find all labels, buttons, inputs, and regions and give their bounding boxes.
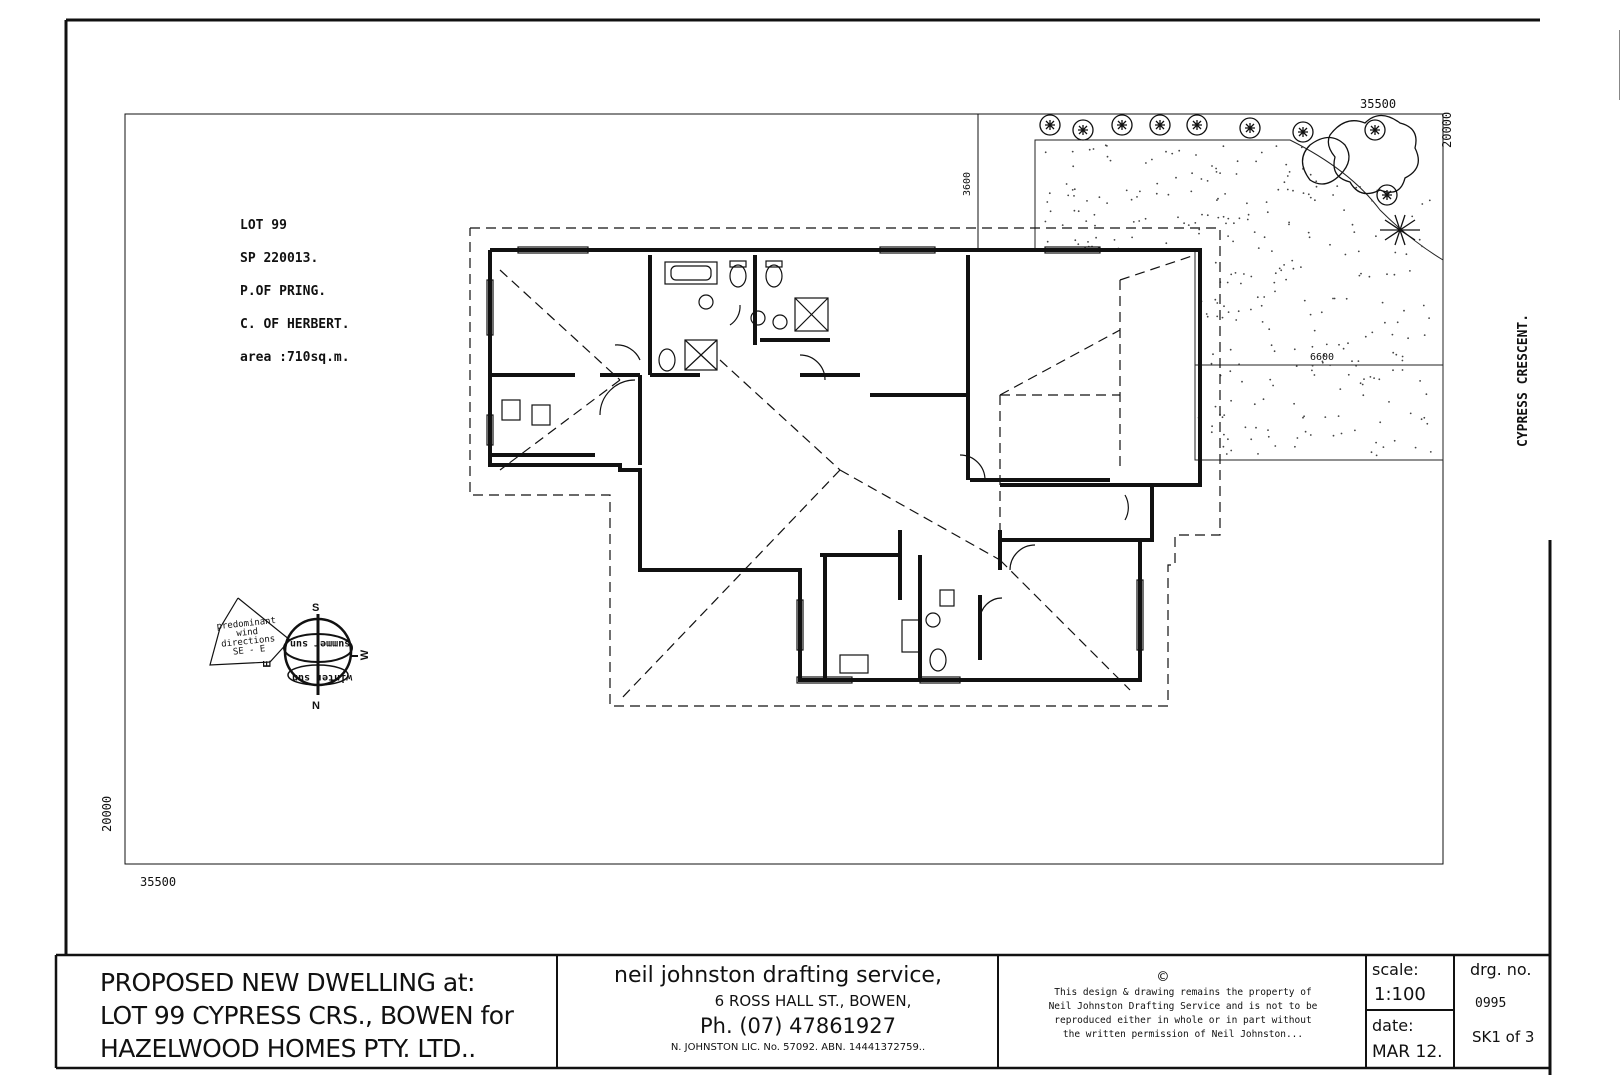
project-line-3: HAZELWOOD HOMES PTY. LTD.. <box>100 1034 476 1063</box>
lot-number: LOT 99 <box>240 218 287 233</box>
drawing-number-label: drg. no. <box>1470 960 1532 979</box>
street-name: CYPRESS CRESCENT. <box>1516 313 1531 447</box>
scale-value: 1:100 <box>1374 984 1426 1005</box>
project-line-2: LOT 99 CYPRESS CRS., BOWEN for <box>100 1001 514 1030</box>
site-area: area :710sq.m. <box>240 350 350 365</box>
compass-south: S <box>312 602 320 614</box>
dim-left-depth: 20000 <box>100 795 114 832</box>
copyright-symbol: © <box>1158 967 1168 986</box>
door-swings <box>599 304 1129 621</box>
sheet-border <box>64 18 1620 1075</box>
dim-top-width: 35500 <box>1360 97 1397 111</box>
house-walls <box>488 248 1202 682</box>
parish: P.OF PRING. <box>240 284 327 299</box>
firm-name: neil johnston drafting service, <box>614 963 942 988</box>
firm-licence: N. JOHNSTON LIC. No. 57092. ABN. 1444137… <box>670 1042 926 1053</box>
project-line-1: PROPOSED NEW DWELLING at: <box>100 968 475 997</box>
scale-label: scale: <box>1372 960 1419 979</box>
county: C. OF HERBERT. <box>240 317 350 332</box>
compass-east: E <box>261 660 274 668</box>
fixtures <box>501 260 955 674</box>
compass-north: N <box>312 700 320 712</box>
drawing-number: 0995 <box>1475 996 1507 1011</box>
sheet-number: SK1 of 3 <box>1472 1028 1535 1046</box>
wind-rose <box>209 597 358 695</box>
dim-right-depth: 20000 <box>1440 111 1454 148</box>
project-description: PROPOSED NEW DWELLING at: LOT 99 CYPRESS… <box>100 966 555 1065</box>
survey-plan: SP 220013. <box>240 251 319 266</box>
driveway-paving <box>1034 139 1444 461</box>
winter-sun-label: winter sun <box>292 672 353 683</box>
dim-bottom-width: 35500 <box>140 875 177 889</box>
dim-setback: 3600 <box>962 171 973 196</box>
landscaping <box>1039 114 1420 246</box>
copyright-notice: © This design & drawing remains the prop… <box>1002 968 1364 1042</box>
firm-address: 6 ROSS HALL ST., BOWEN, <box>714 992 912 1010</box>
site-boundary <box>124 113 1444 865</box>
firm-phone: Ph. (07) 47861927 <box>700 1014 896 1038</box>
title-block-frame <box>54 953 1550 1070</box>
lot-info: LOT 99 SP 220013. P.OF PRING. C. OF HERB… <box>240 218 350 383</box>
date-label: date: <box>1372 1016 1414 1035</box>
wind-label: predominant wind directions SE - E <box>216 615 277 658</box>
compass-west: W <box>359 649 372 661</box>
windows <box>486 246 1144 684</box>
summer-sun-label: summer sun <box>290 638 351 649</box>
dim-driveway: 6600 <box>1310 352 1335 363</box>
firm-details: neil johnston drafting service, 6 ROSS H… <box>560 962 996 1056</box>
date-value: MAR 12. <box>1372 1042 1443 1062</box>
